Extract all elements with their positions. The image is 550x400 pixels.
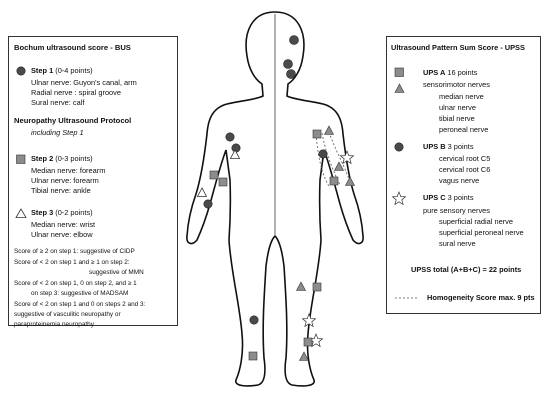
step1-line: Ulnar nerve: Guyon's canal, arm xyxy=(31,78,137,87)
upsc-line: superficial peroneal nerve xyxy=(439,228,524,237)
sural-calf-circle-marker xyxy=(249,315,259,325)
c5-circle-marker xyxy=(283,59,293,69)
upsa-shin-square-marker xyxy=(303,337,313,347)
upsa-label: UPS A xyxy=(423,68,446,77)
body-outline xyxy=(186,11,364,387)
homogeneity-lines xyxy=(315,131,351,189)
sural-star-marker xyxy=(308,333,324,348)
upsa-line: peroneal nerve xyxy=(439,125,489,134)
ulnar-elbow-triangle-marker xyxy=(229,149,241,159)
step2-square-marker xyxy=(16,154,26,164)
step2-line: Ulnar nerve: forearm xyxy=(31,176,99,185)
step3-line: Median nerve: wrist xyxy=(31,220,96,229)
upsa-triangle-marker xyxy=(394,83,405,93)
median-wrist-triangle-marker xyxy=(196,187,208,197)
upsb-points: 3 points xyxy=(445,142,474,151)
bus-legend-markers xyxy=(15,66,27,218)
upsc-line: pure sensory nerves xyxy=(423,206,490,215)
upsa-wrist-triangle-marker xyxy=(345,176,355,186)
upsb-arm-circle-marker xyxy=(318,149,328,159)
protocol-subtitle: including Step 1 xyxy=(31,128,84,137)
step2-line: Tibial nerve: ankle xyxy=(31,186,91,195)
upsa-points: 16 points xyxy=(445,68,478,77)
upsc-line: sural nerve xyxy=(439,239,476,248)
spiral-groove-circle-marker xyxy=(225,132,235,142)
right-arm-markers xyxy=(312,125,355,186)
vagus-circle-marker xyxy=(289,35,299,45)
upsa-arm-square-marker xyxy=(312,129,322,139)
upsa-ankle-triangle-marker xyxy=(299,351,309,361)
superficial-radial-star-marker xyxy=(339,150,355,165)
upsa-forearm-square-marker xyxy=(329,176,339,186)
score-rule: Score of < 2 on step 1 and ≥ 1 on step 2… xyxy=(14,259,130,266)
upsa-square-marker xyxy=(394,67,404,77)
upss-title: Ultrasound Pattern Sum Score - UPSS xyxy=(391,43,525,52)
score-rule: Score of ≥ 2 on step 1: suggestive of CI… xyxy=(14,248,135,255)
step3-points: (0-2 points) xyxy=(53,208,93,217)
step2-points: (0-3 points) xyxy=(53,154,93,163)
neck-markers xyxy=(283,35,299,79)
step1-heading: Step 1 (0-4 points) xyxy=(31,67,93,74)
upsa-line: median nerve xyxy=(439,92,484,101)
step3-line: Ulnar nerve: elbow xyxy=(31,230,93,239)
upsa-line: sensorimotor nerves xyxy=(423,80,490,89)
step3-triangle-marker xyxy=(15,208,27,218)
median-forearm-square-marker xyxy=(209,170,219,180)
score-rule: Score of < 2 on step 1, 0 on step 2, and… xyxy=(14,280,137,287)
upsb-line: vagus nerve xyxy=(439,176,480,185)
left-leg-markers xyxy=(248,315,259,361)
step3-label: Step 3 xyxy=(31,208,54,217)
score-rule: on step 3: suggestive of MADSAM xyxy=(31,290,129,297)
score-rule: suggestive of vasculitic neuropathy or xyxy=(14,311,121,318)
step2-line: Median nerve: forearm xyxy=(31,166,106,175)
upsb-heading: UPS B 3 points xyxy=(423,143,474,150)
upsc-star-marker xyxy=(391,191,407,206)
ulnar-forearm-square-marker xyxy=(218,177,228,187)
upsc-line: superficial radial nerve xyxy=(439,217,513,226)
upss-total: UPSS total (A+B+C) = 22 points xyxy=(411,265,522,274)
upsc-heading: UPS C 3 points xyxy=(423,194,474,201)
upsa-knee-triangle-marker xyxy=(296,281,306,291)
score-rule: suggestive of MMN xyxy=(89,269,144,276)
upss-panel: Ultrasound Pattern Sum Score - UPSS UPS … xyxy=(386,36,541,314)
protocol-title: Neuropathy Ultrasound Protocol xyxy=(14,116,132,125)
step1-line: Sural nerve: calf xyxy=(31,98,85,107)
tibial-ankle-square-marker xyxy=(248,351,258,361)
upsa-line: tibial nerve xyxy=(439,114,475,123)
guyon-canal-circle-marker xyxy=(203,199,213,209)
step2-label: Step 2 xyxy=(31,154,54,163)
score-rule: paraproteinemia neuropathy xyxy=(14,321,94,328)
homogeneity-line-1 xyxy=(315,133,331,189)
upsa-arm-triangle-marker xyxy=(324,125,334,135)
step1-circle-marker xyxy=(16,66,26,76)
left-arm-markers xyxy=(196,132,241,209)
upsa-forearm-triangle-marker xyxy=(334,161,344,171)
upsb-line: cervical root C5 xyxy=(439,154,491,163)
upsa-line: ulnar nerve xyxy=(439,103,476,112)
upsc-label: UPS C xyxy=(423,193,446,202)
homogeneity-line-3 xyxy=(328,131,351,183)
step1-label: Step 1 xyxy=(31,66,54,75)
upsa-knee-square-marker xyxy=(312,282,322,292)
score-rule: Score of < 2 on step 1 and 0 on steps 2 … xyxy=(14,301,146,308)
body-silhouette xyxy=(186,11,364,387)
upsb-line: cervical root C6 xyxy=(439,165,491,174)
step1-points: (0-4 points) xyxy=(53,66,93,75)
upsb-label: UPS B xyxy=(423,142,446,151)
step2-heading: Step 2 (0-3 points) xyxy=(31,155,93,162)
step3-heading: Step 3 (0-2 points) xyxy=(31,209,93,216)
homogeneity-score: Homogeneity Score max. 9 pts xyxy=(427,293,535,302)
upsb-circle-marker xyxy=(394,142,404,152)
superficial-peroneal-star-marker xyxy=(301,313,317,328)
c6-circle-marker xyxy=(286,69,296,79)
bus-title: Bochum ultrasound score - BUS xyxy=(14,43,131,52)
bus-panel: Bochum ultrasound score - BUS Step 1 (0-… xyxy=(8,36,178,328)
upsa-heading: UPS A 16 points xyxy=(423,69,477,76)
step1-line: Radial nerve : spiral groove xyxy=(31,88,121,97)
upss-legend-markers xyxy=(391,67,418,299)
right-leg-markers xyxy=(296,281,324,361)
homogeneity-line-2 xyxy=(321,132,341,186)
upsc-points: 3 points xyxy=(445,193,474,202)
ulnar-arm-circle-marker xyxy=(231,143,241,153)
